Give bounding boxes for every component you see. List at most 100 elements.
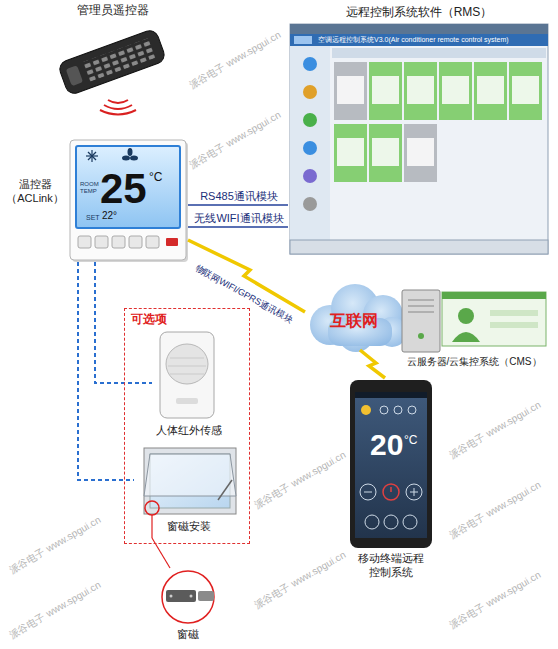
zoom-leader [152,538,170,568]
phone-body [350,380,432,548]
user-icon-head [458,308,474,324]
ir-wave [108,100,128,103]
edge-label: 物联网WIFI/GPRS通讯模块 [193,263,294,325]
magnet-part [198,591,214,601]
server-slot [408,306,434,307]
fresnel-lens [166,344,208,384]
nav-icon [303,197,317,211]
watermark: 派谷电子 www.spgui.cn [188,110,283,171]
sun-icon [361,405,371,415]
remote-control [57,28,166,96]
lens-ridge [170,358,204,359]
window-topbar [290,24,548,34]
card-panel [477,76,504,104]
mode-icon [380,406,388,414]
nav-icon [303,141,317,155]
pir-sensor [160,332,214,418]
grid-header [332,48,546,58]
window-frame [290,24,548,254]
server-slot [408,300,434,301]
mode-icon [408,406,416,414]
nav-icon [303,85,317,99]
server-slot [408,312,434,313]
mobile-phone [350,380,432,548]
cms-field [490,310,538,316]
mode-icon [394,406,402,414]
edge-label: 无线WIFI通讯模块 [190,212,288,225]
cms-window [442,292,546,346]
device-button [78,236,91,248]
lightning-link [360,350,385,378]
edge-label: RS485通讯模块 [190,190,288,203]
server-led [418,333,424,339]
plus-sign [414,488,415,496]
nav-panel [290,46,330,240]
remote-body [57,28,166,96]
node-label: 可选项 [131,312,191,327]
device-button [95,236,108,248]
node-label: 人体红外传感 [152,424,226,438]
screw-hole [170,595,173,598]
open-sash [144,454,236,496]
nav-icon [303,169,317,183]
watermark: 派谷电子 www.spgui.cn [448,480,543,541]
node-label: 互联网 [327,311,381,331]
internet-cloud [310,284,407,352]
unit-card [334,62,367,120]
remote-node: 管理员遥控器 [50,2,176,118]
node-label: 温控器 （ACLink） [2,178,68,206]
power-button [383,484,399,500]
user-icon-body [452,332,480,342]
window-logo [294,36,312,44]
fan-blade [130,156,138,161]
thermostat-device [70,140,188,262]
device-body [70,140,186,260]
lens-ridge [170,374,204,375]
node-label: 窗磁 [148,628,228,642]
remote-buttons [82,38,157,82]
minus-sign [364,492,372,493]
rms-screenshot [290,24,548,254]
optional-group: 人体红外传感窗磁安装 可选项 [124,308,250,544]
nav-icon [303,57,317,71]
device-button [129,236,142,248]
phone-screen [355,392,427,538]
phone-node: 移动终端远程 控制系统 [345,378,437,586]
watermark: 派谷电子 www.spgui.cn [253,450,348,511]
display-caption: SET [86,214,100,221]
screw-hole [190,595,193,598]
node-label: 窗磁安装 [134,520,244,534]
cloud-server [402,290,546,352]
snowflake-icon [86,150,98,162]
status-bar [290,240,548,254]
ir-signal [100,100,136,115]
power-sign [390,487,392,492]
node-label: 管理员遥控器 [50,3,176,18]
unit-card [369,62,402,120]
server-tower [402,290,440,352]
window-node: 窗磁安装 [134,446,244,538]
node-label: 云服务器/云集控系统（CMS） [398,356,550,369]
card-panels [337,76,539,166]
power-indicator [166,238,178,246]
zoom-circle [162,571,214,623]
temperature-unit: °C [149,171,162,183]
watermark: 派谷电子 www.spgui.cn [8,515,103,576]
dashed-wire [78,262,134,480]
set-temperature: 22° [102,211,117,221]
display-caption: ROOM [80,181,99,187]
card-panel [372,138,399,166]
lcd-screen [76,146,180,228]
card-panel [512,76,539,104]
remote-tip [66,65,83,86]
window-magnet [162,571,214,623]
card-panel [407,138,434,166]
minus-button [360,484,376,500]
wifi-line [188,226,288,228]
fan-blade [122,156,130,161]
